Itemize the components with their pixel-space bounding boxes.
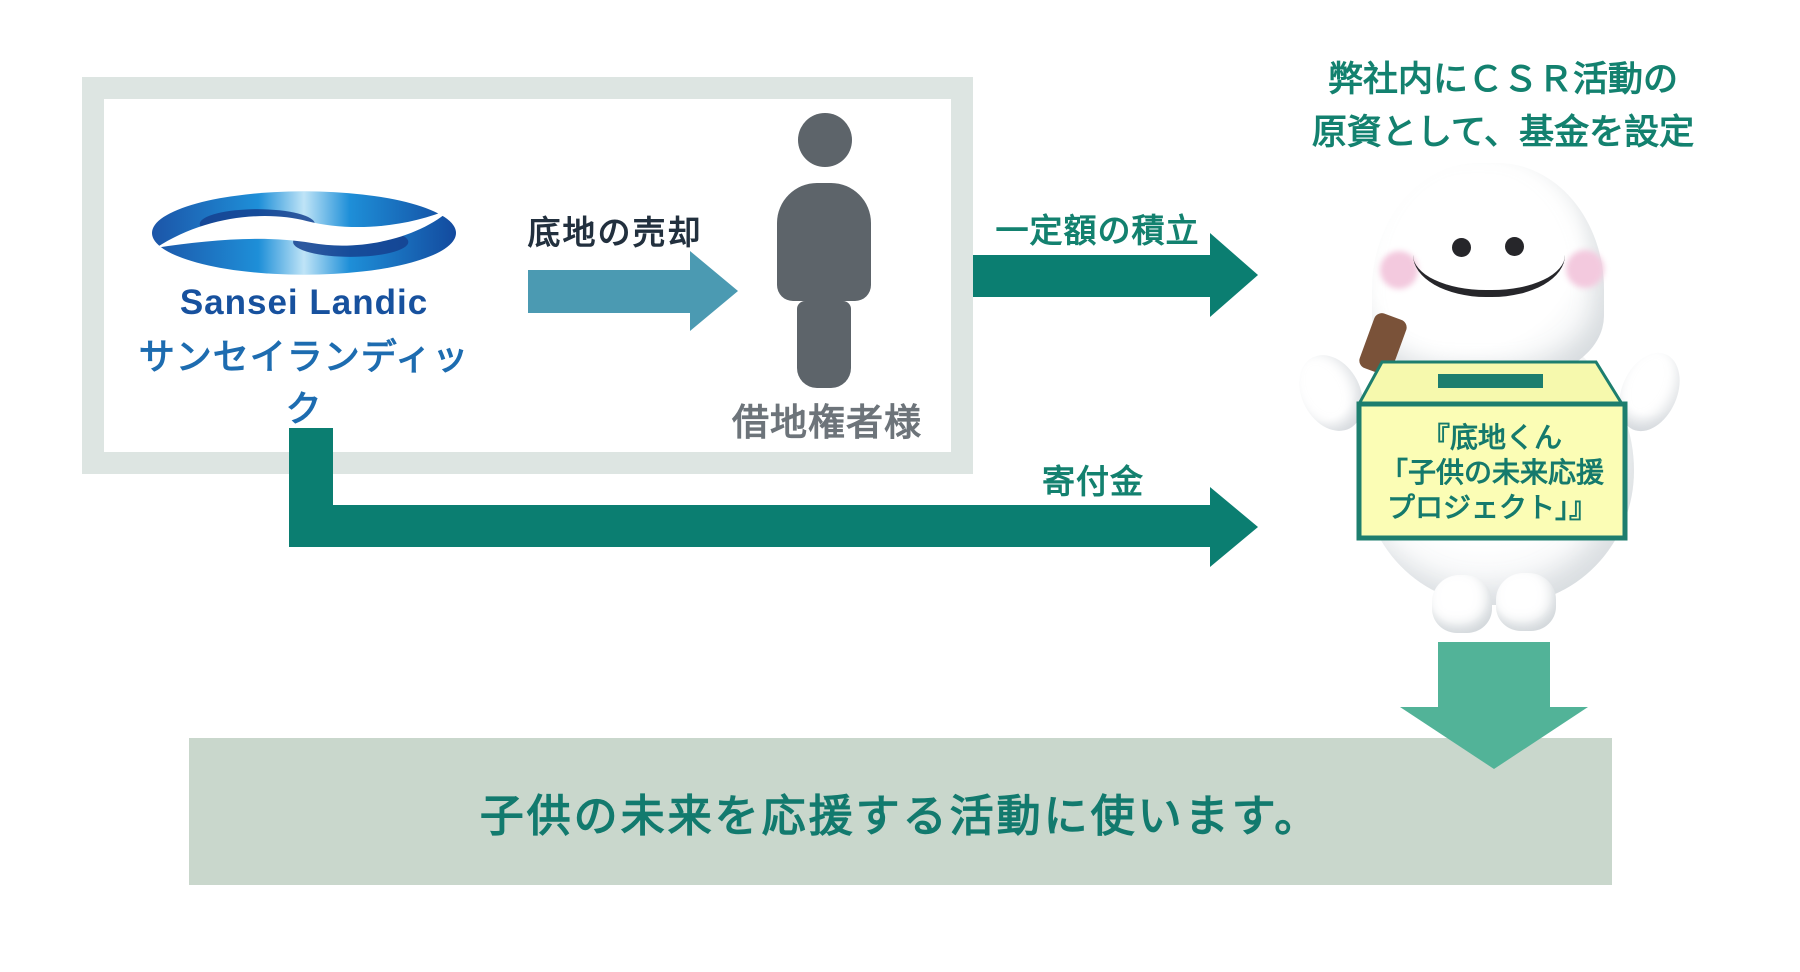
donation-arrow-horizontal [289, 505, 1210, 547]
mascot-right-eye [1505, 237, 1524, 256]
donation-box: 『底地くん 「子供の未来応援 プロジェクト」』 [1352, 358, 1632, 546]
accumulation-arrow-shaft [973, 255, 1210, 297]
mascot-smile [1413, 255, 1565, 297]
person-head [798, 113, 852, 167]
person-legs [797, 301, 851, 388]
mascot-left-foot [1432, 575, 1492, 633]
csr-fund-note-line2: 原資として、基金を設定 [1311, 113, 1695, 152]
sale-arrow-head-icon [690, 251, 738, 331]
to-banner-arrow-shaft [1438, 642, 1550, 708]
mascot-right-cheek [1566, 250, 1604, 288]
sansei-landic-logo-swirl-icon [151, 191, 457, 275]
donation-box-line2: 「子供の未来応援 [1379, 456, 1604, 488]
donation-box-text: 『底地くん 「子供の未来応援 プロジェクト」』 [1362, 408, 1622, 536]
sale-arrow-shaft [528, 270, 691, 313]
leaseholder-person-icon [775, 112, 875, 392]
donation-arrow-label: 寄付金 [1042, 463, 1144, 500]
company-name-en: Sansei Landic [179, 283, 429, 322]
usage-banner-text: 子供の未来を応援する活動に使います。 [479, 791, 1322, 841]
donation-box-line3: プロジェクト」』 [1386, 491, 1597, 523]
to-banner-arrow-head-icon [1400, 707, 1588, 769]
coin-slot-icon [1438, 374, 1543, 388]
sale-arrow-label: 底地の売却 [527, 214, 703, 251]
accumulation-arrow-label: 一定額の積立 [995, 212, 1200, 249]
donation-box-line1: 『底地くん [1421, 421, 1562, 453]
company-name-ja: サンセイランディック [138, 336, 470, 429]
person-torso [777, 183, 871, 301]
donation-box-shape [1356, 360, 1628, 541]
csr-fund-note-line1: 弊社内にＣＳＲ活動の [1327, 60, 1678, 99]
accumulation-arrow-head-icon [1210, 233, 1258, 317]
leaseholder-label: 借地権者様 [732, 402, 922, 443]
donation-arrow-head-icon [1210, 487, 1258, 567]
usage-banner: 子供の未来を応援する活動に使います。 [189, 738, 1612, 885]
csr-fund-note: 弊社内にＣＳＲ活動の 原資として、基金を設定 [1308, 53, 1698, 159]
mascot-right-foot [1496, 573, 1556, 631]
mascot-left-cheek [1380, 251, 1418, 289]
mascot-left-eye [1452, 238, 1471, 257]
